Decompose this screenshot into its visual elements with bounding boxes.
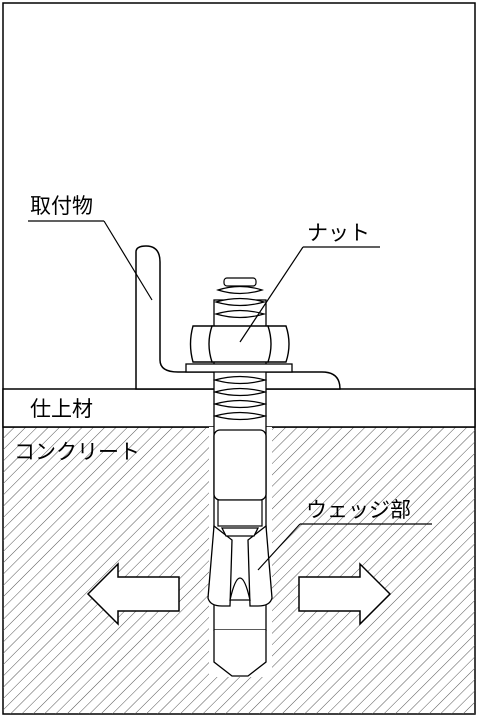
- washer: [185, 363, 293, 373]
- nut: [189, 325, 290, 363]
- bolt-threads-lower: [212, 375, 268, 421]
- attachment-bracket: [135, 245, 341, 390]
- sleeve: [213, 429, 267, 501]
- wedge-part: [207, 524, 273, 607]
- label-concrete: コンクリート: [14, 440, 140, 464]
- leader-lines: [28, 220, 432, 571]
- label-attachment: 取付物: [30, 194, 93, 218]
- label-finish: 仕上材: [30, 397, 93, 421]
- bolt-tip: [213, 630, 267, 677]
- sleeve-lower: [217, 499, 263, 527]
- label-wedge: ウェッジ部: [306, 498, 411, 522]
- arrow-left: [86, 562, 180, 626]
- bolt-threads-top: [213, 277, 267, 319]
- arrow-right: [298, 562, 392, 626]
- label-nut: ナット: [307, 221, 370, 245]
